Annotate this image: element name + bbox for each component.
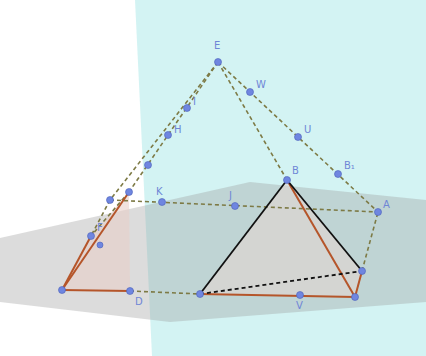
point-label: U bbox=[304, 124, 311, 136]
left-section bbox=[62, 192, 129, 290]
pyramid-edges bbox=[91, 62, 378, 294]
point-label: F bbox=[97, 222, 103, 234]
point-label: B bbox=[292, 165, 299, 177]
right-section bbox=[200, 180, 362, 297]
point-label: J bbox=[229, 190, 232, 202]
point-label: H bbox=[174, 124, 182, 136]
points bbox=[59, 59, 382, 301]
point-label: B₁ bbox=[344, 160, 355, 172]
cut-triangle bbox=[200, 180, 362, 294]
point-label: V bbox=[296, 300, 303, 312]
point-label: W bbox=[256, 79, 266, 91]
left-section bbox=[62, 192, 130, 291]
point-label: D bbox=[135, 296, 143, 308]
section-lines bbox=[62, 180, 362, 297]
point-label: K bbox=[156, 186, 163, 198]
point-label: I bbox=[193, 96, 196, 108]
point-label: A bbox=[383, 199, 390, 211]
point-label: E bbox=[214, 40, 220, 52]
ground-plane bbox=[0, 182, 426, 322]
